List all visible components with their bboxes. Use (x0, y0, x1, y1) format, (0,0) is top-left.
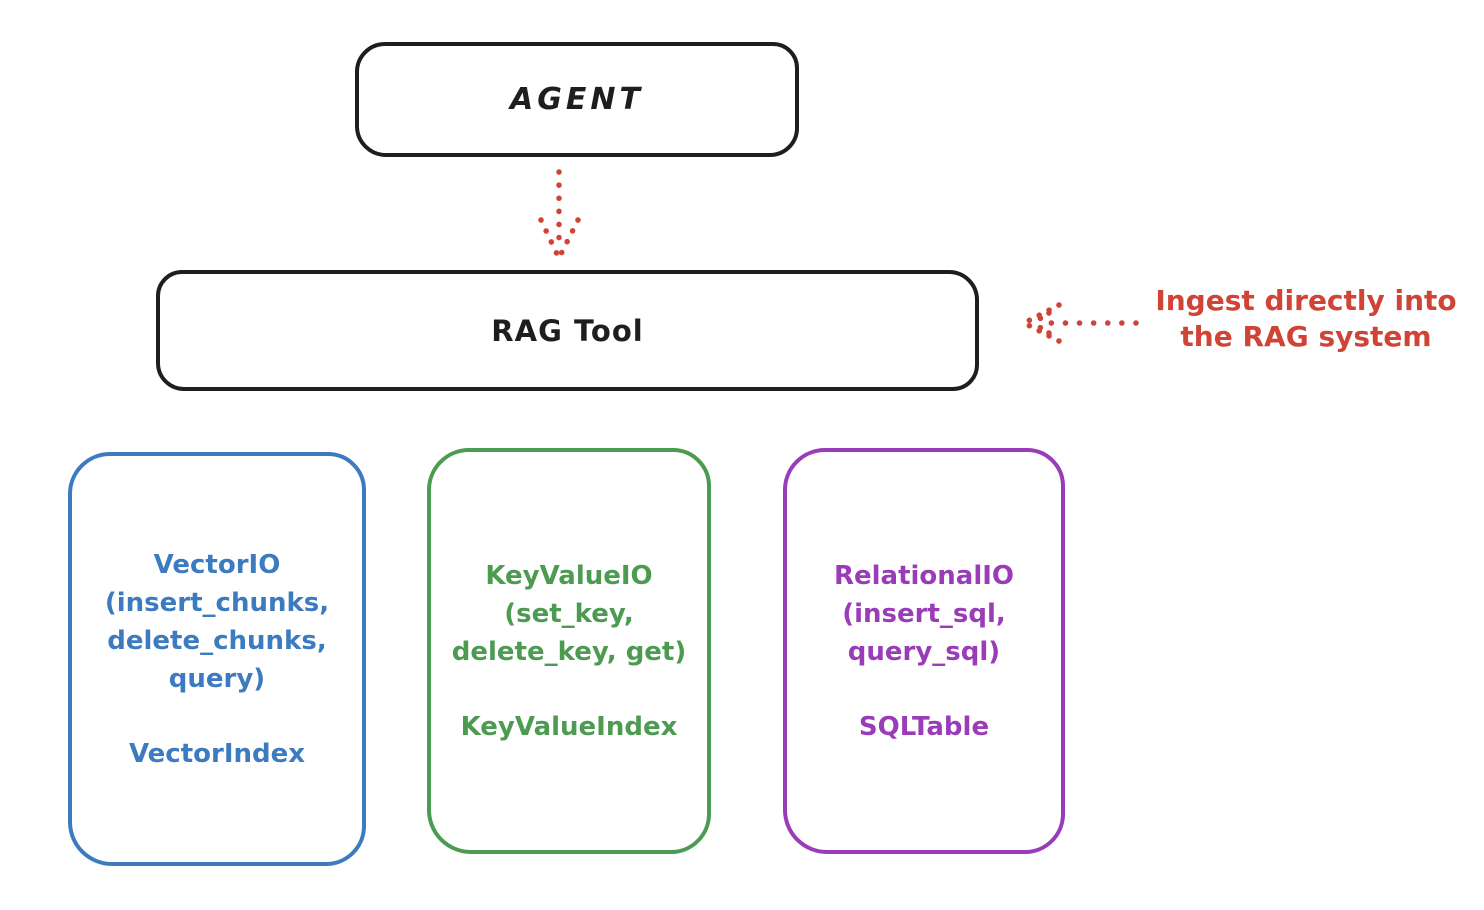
vector-io-title: VectorIO (153, 549, 281, 580)
dotted-arrow-down-icon (538, 169, 581, 257)
vector-index-label: VectorIndex (128, 738, 306, 769)
vector-io-node: VectorIO (insert_chunks, delete_chunks, … (68, 452, 366, 866)
ingest-annotation: Ingest directly into the RAG system (1138, 283, 1474, 356)
keyvalue-io-title: KeyValueIO (485, 560, 653, 591)
vector-io-methods-line1: (insert_chunks, (104, 587, 330, 618)
vector-io-methods-line3: query) (168, 663, 266, 694)
ingest-annotation-line1: Ingest directly into (1155, 284, 1457, 317)
rag-tool-node: RAG Tool (156, 270, 979, 391)
ingest-annotation-line2: the RAG system (1180, 320, 1432, 354)
sql-table-label: SQLTable (858, 711, 990, 742)
agent-node: AGENT (355, 42, 799, 157)
relational-io-methods-line1: (insert_sql, (842, 598, 1006, 629)
keyvalue-io-node: KeyValueIO (set_key, delete_key, get) Ke… (427, 448, 711, 854)
agent-node-label: AGENT (510, 82, 644, 117)
relational-io-node: RelationalIO (insert_sql, query_sql) SQL… (783, 448, 1065, 854)
relational-io-title: RelationalIO (833, 560, 1015, 591)
keyvalue-index-label: KeyValueIndex (460, 711, 678, 742)
keyvalue-io-methods-line2: delete_key, get) (451, 636, 687, 667)
rag-tool-node-label: RAG Tool (491, 313, 644, 348)
vector-io-methods-line2: delete_chunks, (107, 625, 327, 656)
relational-io-methods-line2: query_sql) (847, 636, 1001, 667)
keyvalue-io-methods-line1: (set_key, (504, 598, 634, 629)
dotted-arrow-left-icon (1023, 302, 1139, 344)
